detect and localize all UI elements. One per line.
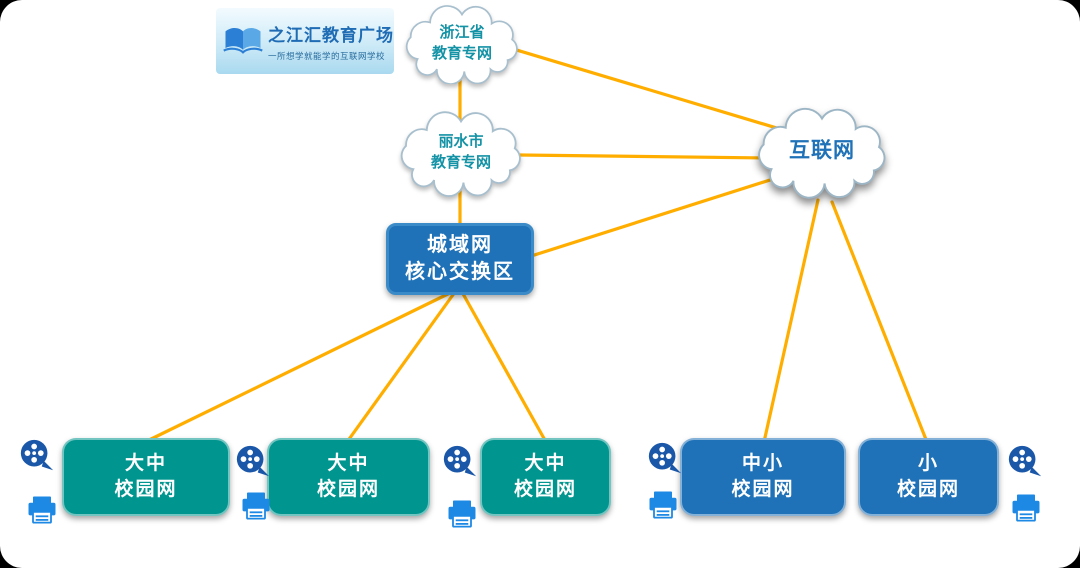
node-campus-network-3: 大中 校园网	[480, 438, 611, 516]
printer-icon	[448, 500, 476, 528]
province-cloud-label: 浙江省 教育专网	[431, 24, 492, 62]
node-core-switch-area: 城域网 核心交换区	[386, 223, 534, 295]
connector-line	[830, 200, 929, 444]
node-campus-network-4: 中小 校园网	[680, 438, 846, 516]
connector-line	[518, 153, 772, 160]
city-cloud-label: 丽水市 教育专网	[430, 133, 491, 171]
printer-icon	[28, 496, 56, 524]
connector-line	[523, 170, 797, 260]
connector-line	[460, 290, 548, 444]
node-province-education-network: 浙江省 教育专网	[398, 2, 526, 84]
movie-reel-icon	[648, 442, 682, 474]
node-city-education-network: 丽水市 教育专网	[395, 106, 527, 198]
connector-line	[345, 290, 457, 444]
printer-icon	[242, 492, 270, 520]
core-switch-label-line2: 核心交换区	[405, 261, 515, 283]
movie-reel-icon	[443, 445, 477, 477]
logo-subtitle: 一所想学就能学的互联网学校	[268, 50, 386, 61]
printer-icon	[649, 491, 677, 519]
movie-reel-icon	[236, 445, 270, 477]
core-switch-label-line1: 城域网	[427, 234, 493, 256]
node-internet: 互联网	[752, 92, 892, 210]
movie-reel-icon	[20, 439, 54, 471]
connector-line	[143, 290, 454, 444]
site-logo: 之江汇教育广场 一所想学就能学的互联网学校	[216, 8, 394, 74]
printer-icon	[1012, 494, 1040, 522]
connector-line	[488, 40, 802, 137]
open-book-icon	[223, 28, 263, 54]
logo-title: 之江汇教育广场	[268, 25, 394, 45]
node-campus-network-5: 小 校园网	[858, 438, 999, 516]
node-campus-network-2: 大中 校园网	[267, 438, 430, 516]
node-campus-network-1: 大中 校园网	[62, 438, 230, 516]
internet-cloud-label: 互联网	[789, 139, 855, 163]
movie-reel-icon	[1008, 445, 1042, 477]
connector-line	[762, 198, 820, 444]
